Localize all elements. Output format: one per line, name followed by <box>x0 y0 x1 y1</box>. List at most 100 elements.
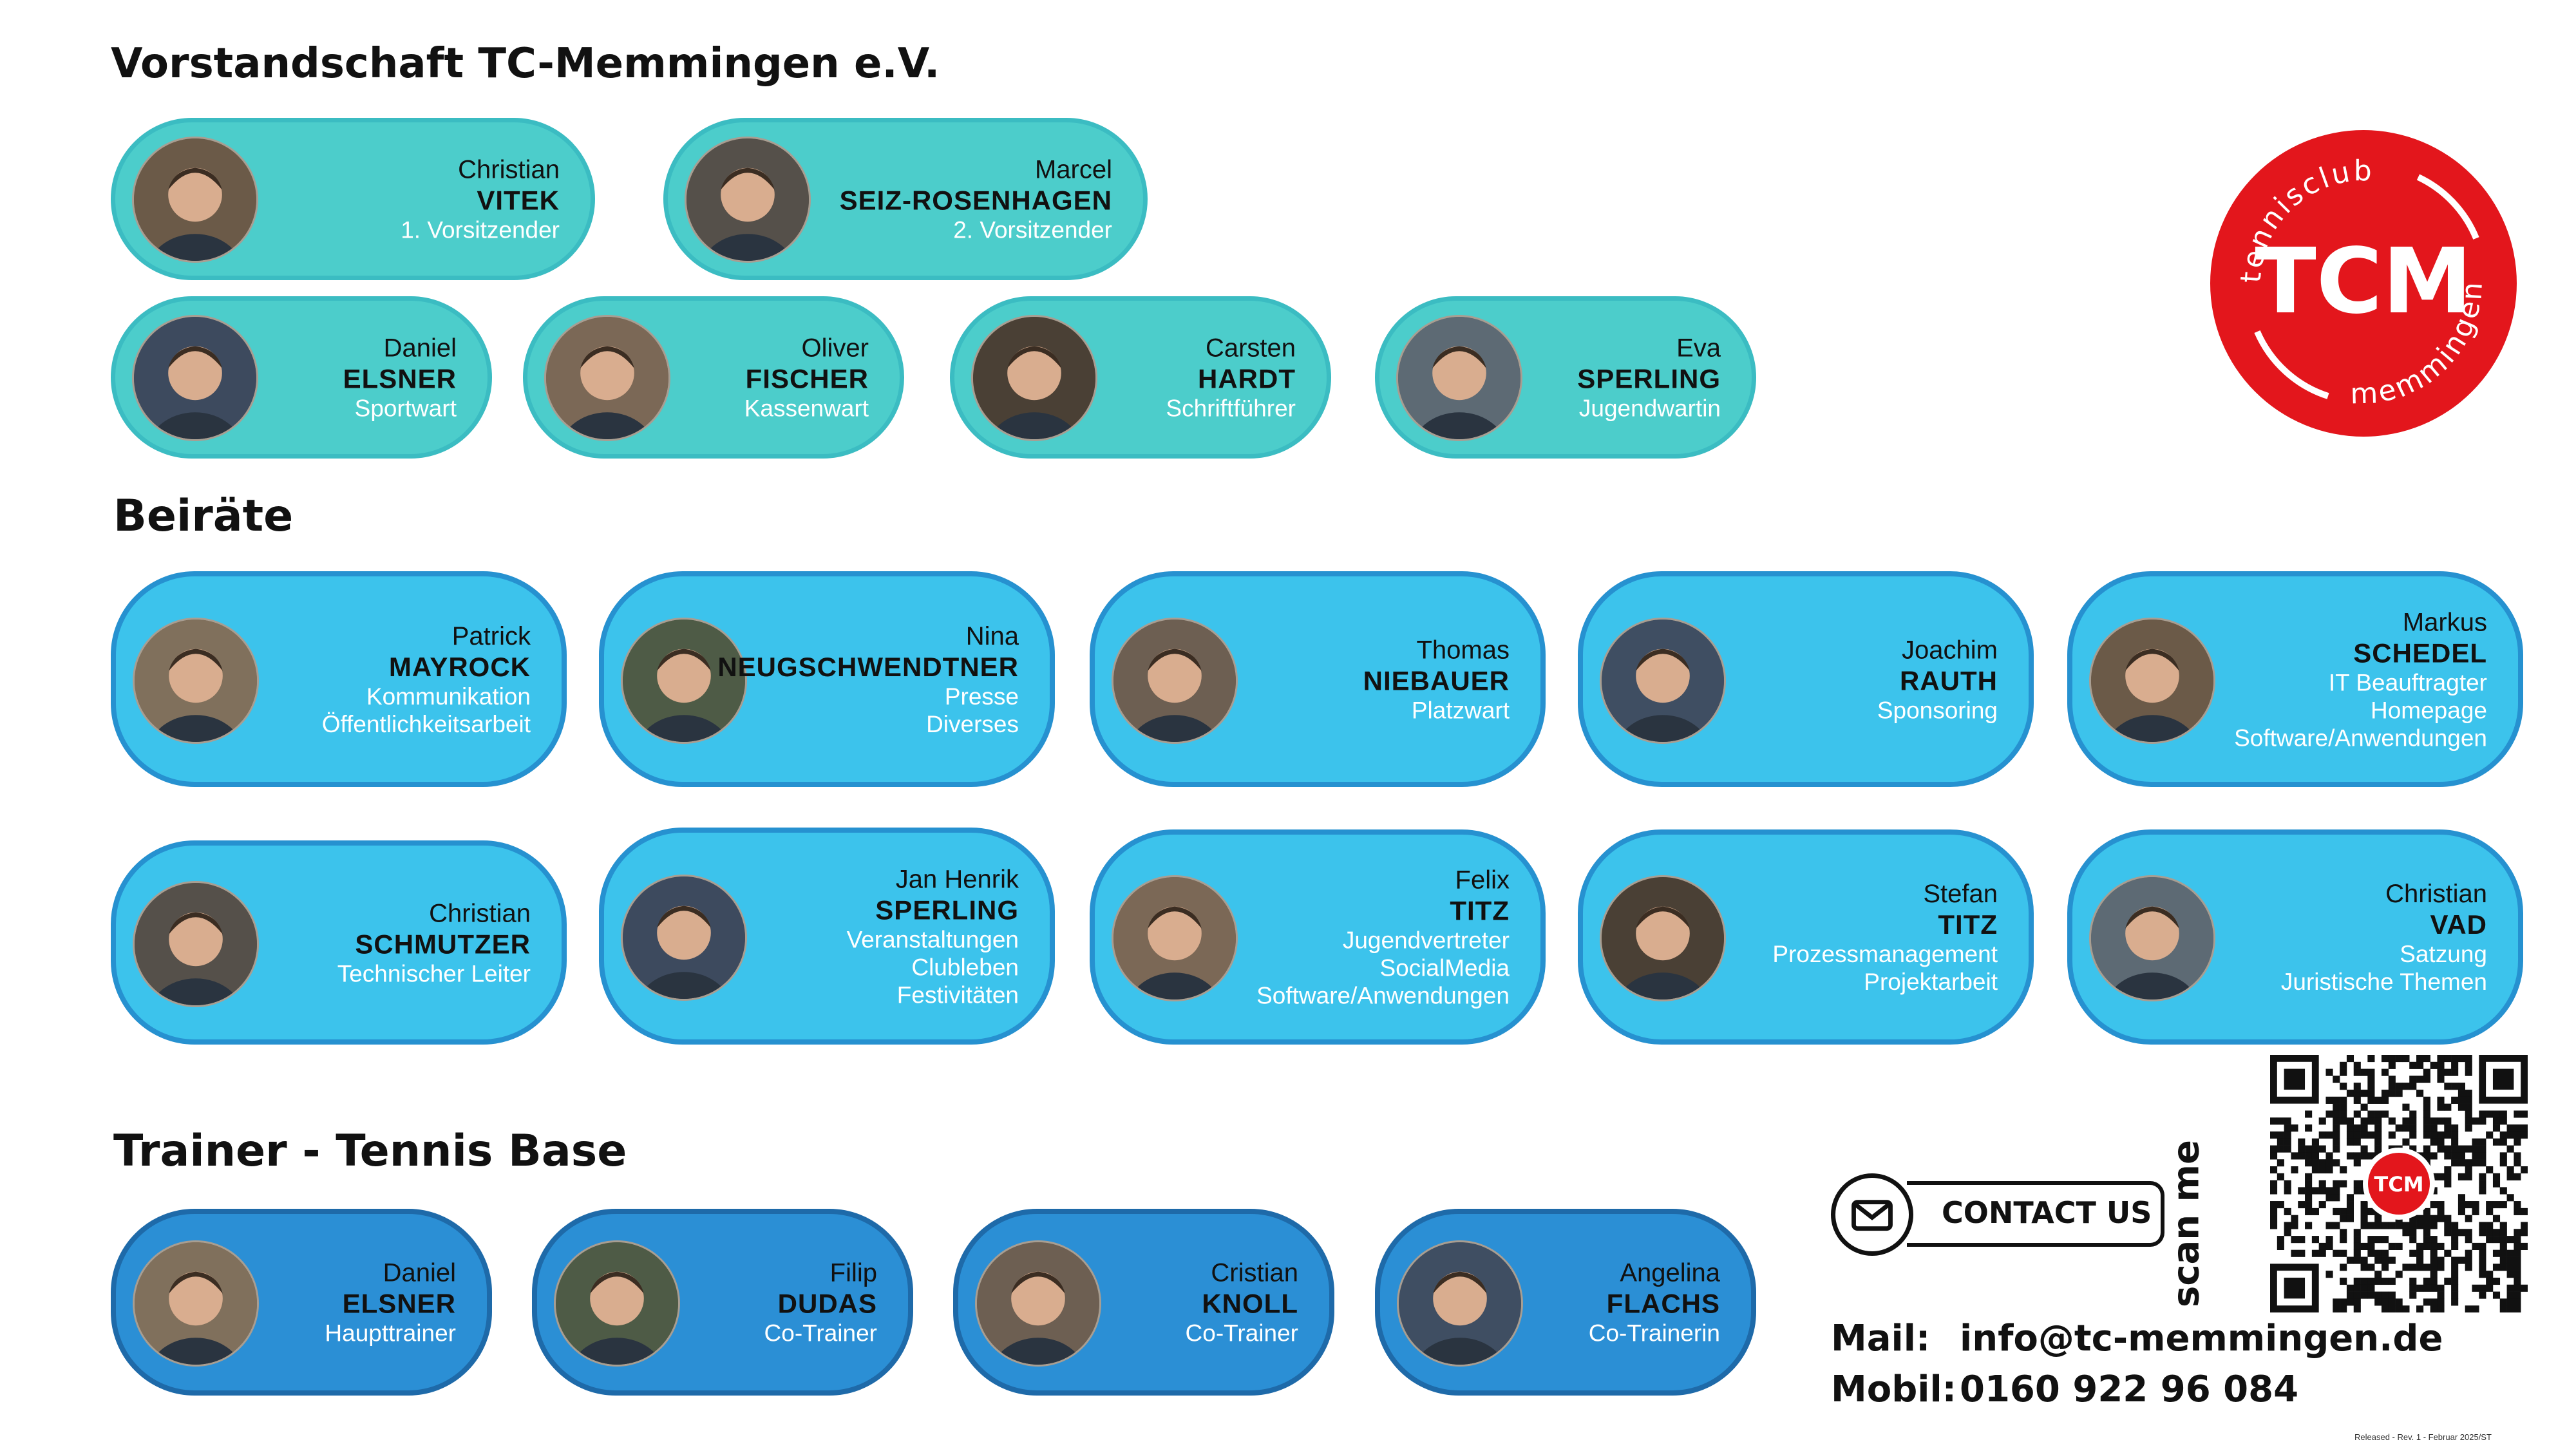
member-first-name: Christian <box>429 899 531 927</box>
member-role: Platzwart <box>1411 697 1510 723</box>
member-role: Co-Trainerin <box>1588 1320 1720 1347</box>
trainers-section-title: Trainer - Tennis Base <box>113 1126 627 1177</box>
member-first-name: Patrick <box>451 621 531 650</box>
member-photo <box>621 874 747 1001</box>
member-last-name: DUDAS <box>777 1288 877 1319</box>
member-last-name: SCHEDEL <box>2353 638 2487 668</box>
member-last-name: SEIZ-ROSENHAGEN <box>839 185 1112 216</box>
member-first-name: Markus <box>2402 608 2487 636</box>
member-role: Schriftführer <box>1166 395 1296 422</box>
member-role: Veranstaltungen <box>846 926 1019 952</box>
contact-phone-row: Mobil:0160 922 96 084 <box>1831 1368 2298 1410</box>
member-role: Juristische Themen <box>2280 969 2487 995</box>
phone-label: Mobil: <box>1831 1368 1957 1410</box>
member-last-name: SCHMUTZER <box>355 929 531 959</box>
member-photo <box>133 1240 259 1367</box>
member-last-name: TITZ <box>1450 895 1510 926</box>
member-role: Projektarbeit <box>1864 969 1998 995</box>
member-last-name: VAD <box>2430 909 2487 940</box>
contact-us-button[interactable]: CONTACT US <box>1831 1173 2166 1261</box>
member-first-name: Oliver <box>801 334 869 363</box>
member-photo <box>132 315 258 441</box>
member-role: Satzung <box>2400 941 2487 967</box>
member-last-name: SPERLING <box>1577 363 1721 394</box>
member-role: Jugendwartin <box>1578 395 1721 422</box>
member-role: Clubleben <box>911 954 1019 980</box>
member-first-name: Eva <box>1676 334 1721 363</box>
member-photo <box>1397 1240 1523 1367</box>
logo-center-text: TCM <box>2255 229 2472 334</box>
tcm-logo-badge: tennisclub memmingen e.v. TCM <box>2195 100 2517 437</box>
member-first-name: Daniel <box>383 1258 456 1287</box>
member-first-name: Angelina <box>1620 1258 1720 1287</box>
member-first-name: Thomas <box>1416 636 1510 664</box>
contact-icon-circle <box>1831 1173 1913 1256</box>
member-role: IT Beauftragter <box>2328 669 2487 696</box>
member-first-name: Stefan <box>1923 880 1998 908</box>
member-last-name: FISCHER <box>745 363 869 394</box>
scan-me-label: scan me <box>2165 1139 2208 1308</box>
member-photo <box>1396 315 1522 441</box>
member-first-name: Cristian <box>1211 1258 1298 1287</box>
member-first-name: Jan Henrik <box>895 865 1019 893</box>
member-role: Kommunikation <box>366 683 531 710</box>
advisors-section-title: Beiräte <box>113 491 294 542</box>
member-first-name: Nina <box>965 621 1019 650</box>
member-first-name: Daniel <box>383 334 457 363</box>
mail-link[interactable]: info@tc-memmingen.de <box>1960 1318 2443 1359</box>
mail-label: Mail: <box>1831 1318 1931 1359</box>
qr-code-image: TCM <box>2270 1055 2528 1313</box>
member-role: Kassenwart <box>744 395 869 422</box>
member-first-name: Marcel <box>1034 155 1112 184</box>
member-role: Festivitäten <box>896 981 1019 1008</box>
member-photo <box>975 1240 1101 1367</box>
member-role: Co-Trainer <box>764 1320 877 1347</box>
member-photo <box>1600 617 1726 744</box>
phone-link[interactable]: 0160 922 96 084 <box>1960 1368 2299 1410</box>
member-role: Diverses <box>926 710 1019 737</box>
contact-label-box <box>1907 1181 2164 1247</box>
member-role: SocialMedia <box>1379 954 1510 981</box>
member-role: Homepage <box>2370 697 2487 723</box>
member-last-name: KNOLL <box>1202 1288 1298 1319</box>
member-role: Prozessmanagement <box>1772 941 1998 967</box>
member-role: Öffentlichkeitsarbeit <box>321 710 531 737</box>
member-role: Jugendvertreter <box>1342 927 1510 954</box>
qr-code[interactable]: TCM <box>2270 1055 2528 1313</box>
envelope-icon <box>1852 1200 1893 1231</box>
member-role: Technischer Leiter <box>337 960 531 987</box>
member-first-name: Christian <box>458 155 560 184</box>
member-role: Haupttrainer <box>325 1320 456 1347</box>
member-role: 1. Vorsitzender <box>401 216 560 243</box>
member-last-name: ELSNER <box>342 1288 456 1319</box>
member-photo <box>971 315 1097 441</box>
board-section-title: Vorstandschaft TC-Memmingen e.V. <box>111 40 940 88</box>
member-role: Sportwart <box>354 395 457 422</box>
member-role: 2. Vorsitzender <box>953 216 1112 243</box>
